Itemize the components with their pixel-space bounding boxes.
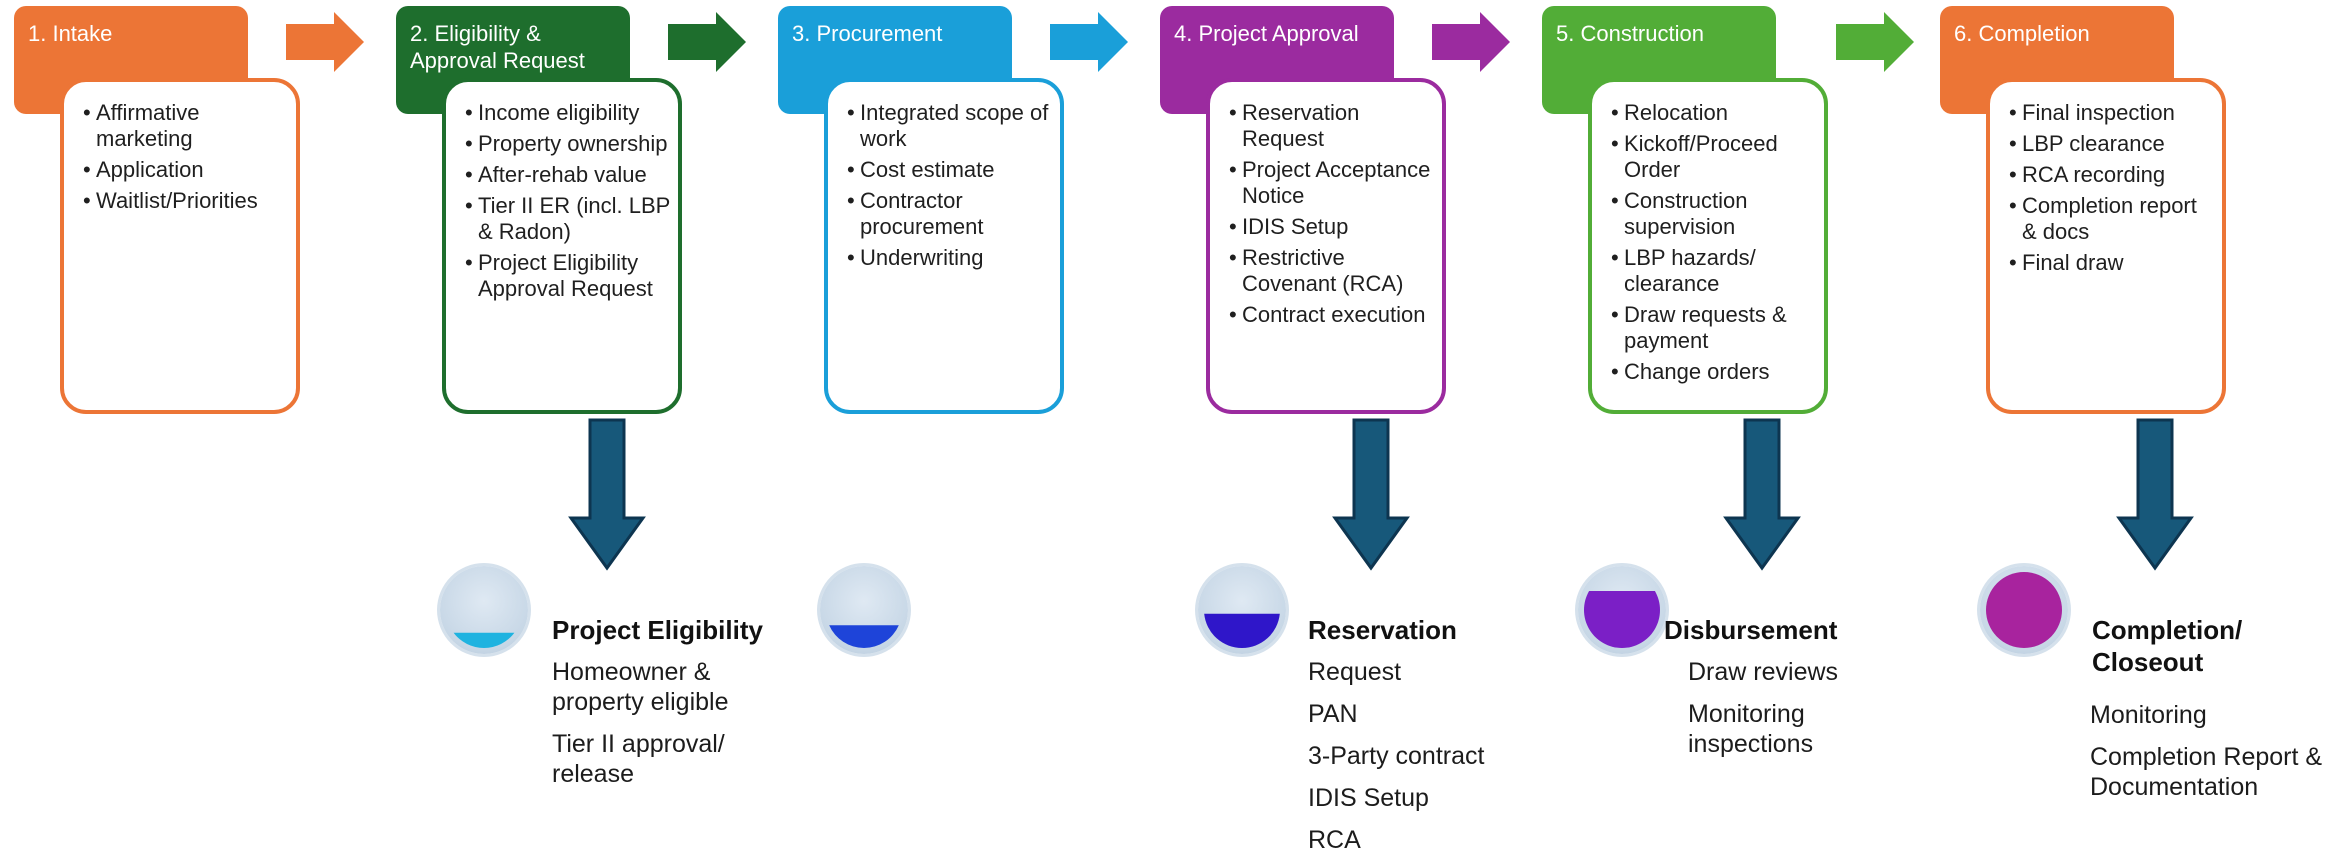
progress-circle-icon — [440, 566, 528, 654]
milestone-item: Request — [1308, 658, 1402, 686]
task-item: Cost estimate — [847, 157, 1052, 183]
task-item: Restrictive Covenant (RCA) — [1229, 245, 1434, 297]
milestone-items: Request PAN 3-Party contract IDIS Setup … — [1308, 657, 1548, 867]
task-item: Integrated scope of work — [847, 100, 1052, 152]
milestone-item: IDIS Setup — [1308, 784, 1429, 812]
task-item: Application — [83, 157, 288, 183]
phase-project-approval: 4. Project Approval Reservation Request … — [1160, 0, 1460, 430]
phase-procurement: 3. Procurement Integrated scope of work … — [778, 0, 1078, 430]
task-item: Affirmative marketing — [83, 100, 288, 152]
task-item: Income eligibility — [465, 100, 670, 126]
phase-construction: 5. Construction Relocation Kickoff/Proce… — [1542, 0, 1842, 430]
task-item: Final draw — [2009, 250, 2214, 276]
milestone-title: Completion/ Closeout — [2092, 615, 2243, 677]
task-item: Underwriting — [847, 245, 1052, 271]
task-item: Waitlist/Priorities — [83, 188, 288, 214]
task-item: Draw requests & payment — [1611, 302, 1816, 354]
progress-circle-icon — [1578, 566, 1666, 654]
phase-task-box: Reservation Request Project Acceptance N… — [1206, 78, 1446, 414]
phase-intake: 1. Intake Affirmative marketing Applicat… — [14, 0, 314, 430]
chevron-right-icon — [1432, 12, 1510, 72]
progress-circle-icon — [1198, 566, 1286, 654]
phase-completion: 6. Completion Final inspection LBP clear… — [1940, 0, 2240, 430]
milestone-item: RCA — [1308, 826, 1361, 854]
progress-circle-icon — [1980, 566, 2068, 654]
phase-title: 5. Construction — [1556, 21, 1704, 46]
arrow-down-icon — [1723, 418, 1801, 571]
task-item: LBP hazards/ clearance — [1611, 245, 1816, 297]
task-item: Completion report & docs — [2009, 193, 2214, 245]
milestone-title: Project Eligibility — [552, 615, 763, 645]
task-item: Contract execution — [1229, 302, 1434, 328]
phase-title: 4. Project Approval — [1174, 21, 1359, 46]
phase-title: 6. Completion — [1954, 21, 2090, 46]
task-item: After-rehab value — [465, 162, 670, 188]
milestone-title: Reservation — [1308, 615, 1457, 645]
milestone-items: Homeowner & property eligible Tier II ap… — [552, 657, 772, 801]
phase-title: 2. Eligibility & Approval Request — [410, 21, 585, 73]
chevron-right-icon — [1836, 12, 1914, 72]
phase-title: 1. Intake — [28, 21, 113, 46]
phase-task-box: Relocation Kickoff/Proceed Order Constru… — [1588, 78, 1828, 414]
progress-circle-icon — [820, 566, 908, 654]
milestone-item: Draw reviews — [1688, 658, 1839, 686]
task-item: Kickoff/Proceed Order — [1611, 131, 1816, 183]
task-item: Contractor procurement — [847, 188, 1052, 240]
task-item: Construction supervision — [1611, 188, 1816, 240]
arrow-down-icon — [1332, 418, 1410, 571]
milestone-item: Tier II approval/ release — [552, 730, 725, 788]
phase-task-box: Final inspection LBP clearance RCA recor… — [1986, 78, 2226, 414]
milestone-item: 3-Party contract — [1308, 742, 1485, 770]
chevron-right-icon — [1050, 12, 1128, 72]
task-item: Relocation — [1611, 100, 1816, 126]
task-item: Final inspection — [2009, 100, 2214, 126]
phase-eligibility: 2. Eligibility & Approval Request Income… — [396, 0, 696, 430]
milestone-item: Completion Report & Documentation — [2090, 743, 2323, 801]
milestone-items: Monitoring Completion Report & Documenta… — [2090, 700, 2330, 814]
milestone-items: Draw reviews Monitoring inspections — [1688, 657, 1888, 771]
milestone-item: Monitoring — [2090, 701, 2207, 729]
task-item: Property ownership — [465, 131, 670, 157]
task-item: RCA recording — [2009, 162, 2214, 188]
task-item: Tier II ER (incl. LBP & Radon) — [465, 193, 670, 245]
task-item: Reservation Request — [1229, 100, 1434, 152]
milestone-item: Homeowner & property eligible — [552, 658, 729, 716]
phase-task-box: Integrated scope of work Cost estimate C… — [824, 78, 1064, 414]
milestone-title: Disbursement — [1664, 615, 1838, 645]
phase-task-box: Income eligibility Property ownership Af… — [442, 78, 682, 414]
milestone-item: PAN — [1308, 700, 1358, 728]
chevron-right-icon — [668, 12, 746, 72]
chevron-right-icon — [286, 12, 364, 72]
phase-title: 3. Procurement — [792, 21, 943, 46]
task-item: IDIS Setup — [1229, 214, 1434, 240]
task-item: Change orders — [1611, 359, 1816, 385]
task-item: LBP clearance — [2009, 131, 2214, 157]
arrow-down-icon — [2116, 418, 2194, 571]
arrow-down-icon — [568, 418, 646, 571]
milestone-item: Monitoring inspections — [1688, 700, 1814, 758]
task-item: Project Eligibility Approval Request — [465, 250, 670, 302]
task-item: Project Acceptance Notice — [1229, 157, 1434, 209]
phase-task-box: Affirmative marketing Application Waitli… — [60, 78, 300, 414]
